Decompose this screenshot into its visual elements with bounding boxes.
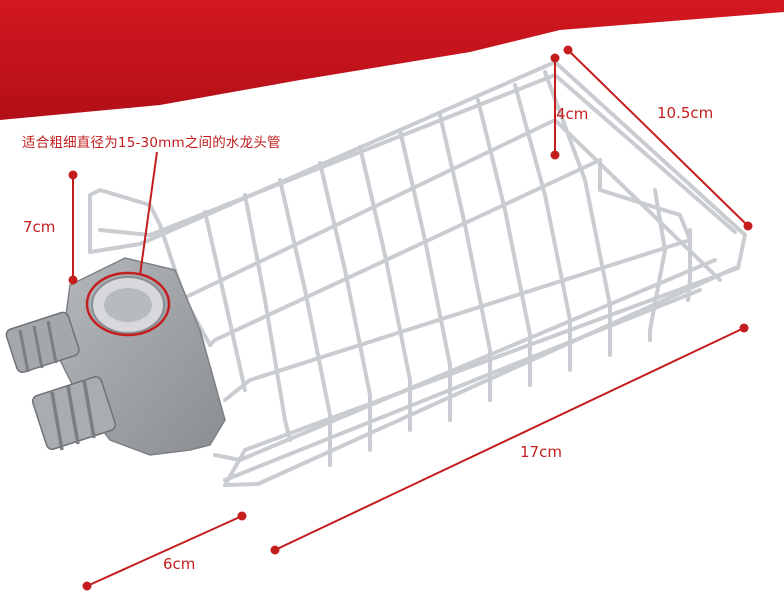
clip-height-label: 7cm <box>23 218 56 236</box>
faucet-diameter-note: 适合粗细直径为15-30mm之间的水龙头管 <box>22 135 281 151</box>
dimension-lines <box>68 45 753 591</box>
top-width-label: 10.5cm <box>657 104 714 122</box>
length-label: 17cm <box>520 443 562 461</box>
highlight-circle <box>85 271 171 337</box>
basket-height-label: 4cm <box>556 105 589 123</box>
wire-basket <box>88 60 747 487</box>
faucet-clip <box>5 257 226 456</box>
clip-width-label: 6cm <box>163 555 196 573</box>
annotation-leader <box>139 151 158 276</box>
lower-screw <box>31 376 117 451</box>
red-banner <box>0 0 784 120</box>
upper-screw <box>5 311 80 373</box>
